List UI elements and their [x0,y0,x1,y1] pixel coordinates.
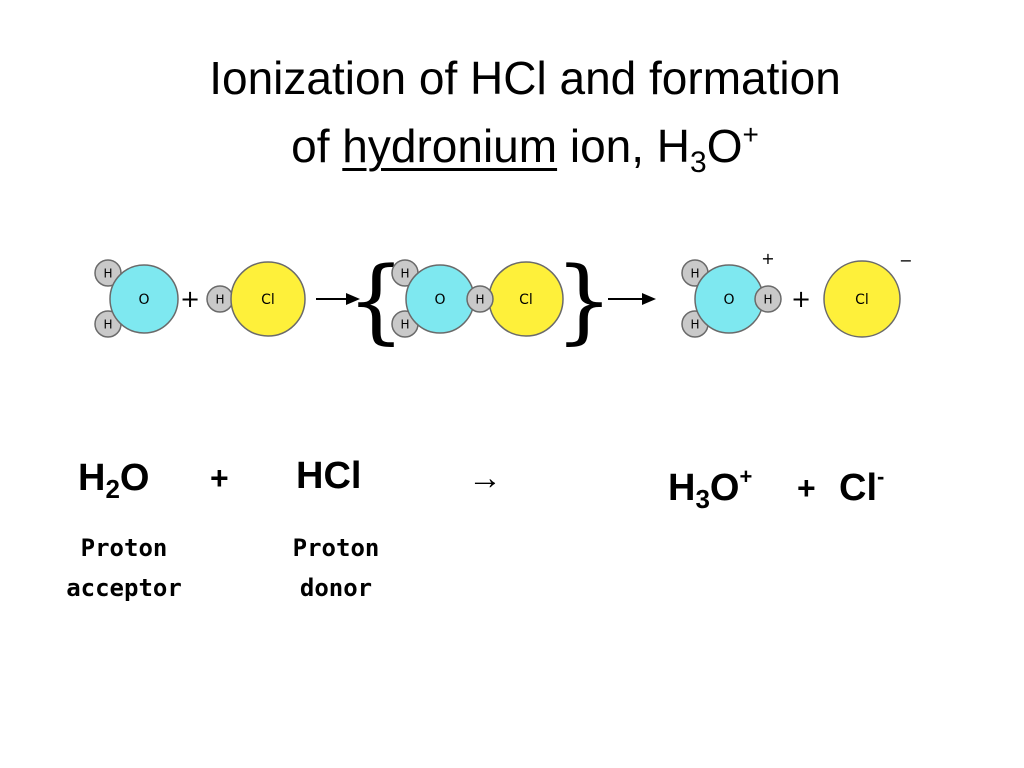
chloride-chlorine-label: Cl [855,292,869,308]
title-line-2: of hydronium ion, H3O+ [0,112,1024,180]
complex-chlorine-label: Cl [519,292,533,308]
diagram-plus-2: + [791,285,811,313]
eq-chloride-sup: - [877,464,885,489]
diagram-plus-1: + [180,285,200,313]
water-oxygen-label: O [138,292,149,308]
caption-acceptor-line-2: acceptor [66,574,182,602]
hydronium-ion: H H O H + [681,249,782,338]
eq-hcl: HCl [296,455,362,497]
title-line-1: Ionization of HCl and formation [209,52,841,104]
title-of: of [291,120,343,172]
complex-h-shared [466,285,494,313]
hydronium-oxygen-label: O [723,292,734,308]
eq-hydronium-h: H [668,467,696,509]
title-hydronium: hydronium [342,120,558,172]
chloride-charge: − [899,251,912,270]
slide-title: Ionization of HCl and formation of hydro… [0,44,1024,180]
hydronium-h-bottom-label: H [690,318,699,332]
caption-donor-line-1: Proton [292,534,380,562]
hydronium-h-right [754,285,782,313]
brace-close: } [555,247,614,354]
eq-arrow: → [468,459,502,497]
transition-complex: H H O Cl H [391,259,564,338]
complex-h-bottom-label: H [400,318,409,332]
water-molecule: H H O [94,259,179,338]
caption-proton-acceptor: Proton acceptor [52,528,196,608]
eq-hydronium-sup: + [739,464,753,489]
hydronium-h-top-label: H [690,267,699,281]
hcl-chlorine-label: Cl [261,292,275,308]
diagram-arrow-2 [608,293,656,305]
caption-donor-line-2: donor [299,574,373,602]
caption-acceptor-line-1: Proton [80,534,168,562]
hcl-chlorine [230,261,306,337]
eq-water-o: O [119,457,150,499]
water-oxygen [109,264,179,334]
chloride-ion: Cl − [823,251,913,338]
title-ion-text: ion, H [557,120,691,172]
hydronium-charge: + [761,249,774,268]
water-h-top-label: H [103,267,112,281]
eq-chloride-cl: Cl [839,467,877,509]
eq-hydronium: H3O+ [668,464,753,513]
eq-water-sub: 2 [105,474,120,504]
complex-oxygen-label: O [434,292,445,308]
hcl-molecule: H Cl [206,261,306,337]
diagram-arrow-1 [316,293,360,305]
title-superscript: + [742,119,759,150]
eq-water: H2O [78,456,150,502]
title-subscript: 3 [690,146,707,179]
eq-plus-2: + [797,470,816,506]
complex-h-shared-label: H [475,293,484,307]
chloride-chlorine [823,260,901,338]
caption-proton-donor: Proton donor [278,528,394,608]
hcl-hydrogen-label: H [215,293,224,307]
eq-chloride: Cl- [839,466,884,510]
eq-hydronium-sub: 3 [695,484,710,514]
complex-h-top-label: H [400,267,409,281]
eq-water-h: H [78,457,106,499]
eq-plus-1: + [210,460,229,496]
hydronium-h-right-label: H [763,293,772,307]
eq-hydronium-o: O [709,467,740,509]
title-o: O [706,120,743,172]
reaction-diagram: H H O + H Cl { H H O Cl [94,247,913,354]
water-h-bottom-label: H [103,318,112,332]
